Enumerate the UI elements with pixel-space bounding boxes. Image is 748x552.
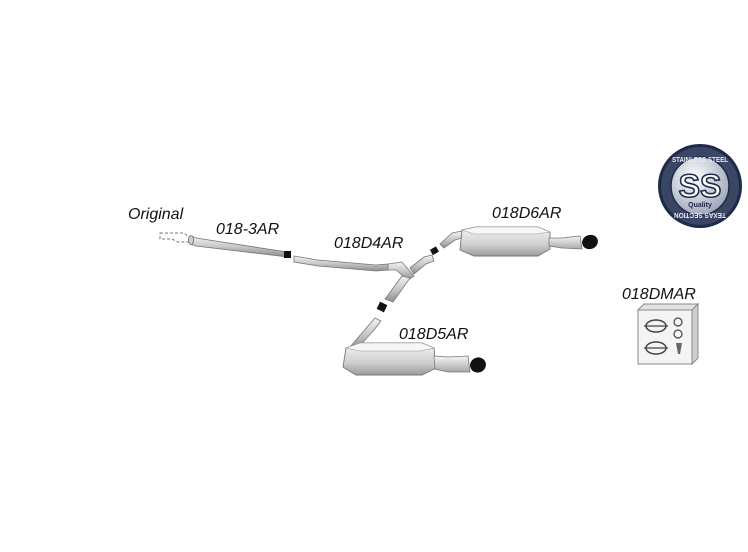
- front-pipe-018-3ar: [188, 235, 291, 258]
- badge-initials: SS: [679, 168, 722, 204]
- label-mounting-kit: 018DMAR: [622, 286, 696, 303]
- original-pipe: [159, 232, 190, 243]
- stainless-steel-badge: STAINLESS STEEL TEXAS SECTION SS Quality: [658, 144, 742, 228]
- mounting-kit-018dmar: [636, 302, 700, 366]
- label-middle-pipe: 018D4AR: [334, 235, 404, 252]
- label-rear-left-silencer: 018D5AR: [399, 326, 469, 343]
- badge-ring-bottom: TEXAS SECTION: [674, 211, 726, 218]
- rear-silencer-018d6ar: [439, 226, 598, 257]
- badge-quality: Quality: [688, 202, 712, 209]
- rear-silencer-018d5ar: [342, 317, 486, 376]
- badge-ring-top: STAINLESS STEEL: [672, 157, 729, 164]
- label-rear-right-silencer: 018D6AR: [492, 205, 562, 222]
- middle-pipe-018d4ar: [293, 246, 439, 313]
- label-original: Original: [128, 206, 184, 223]
- label-front-pipe: 018-3AR: [216, 221, 280, 238]
